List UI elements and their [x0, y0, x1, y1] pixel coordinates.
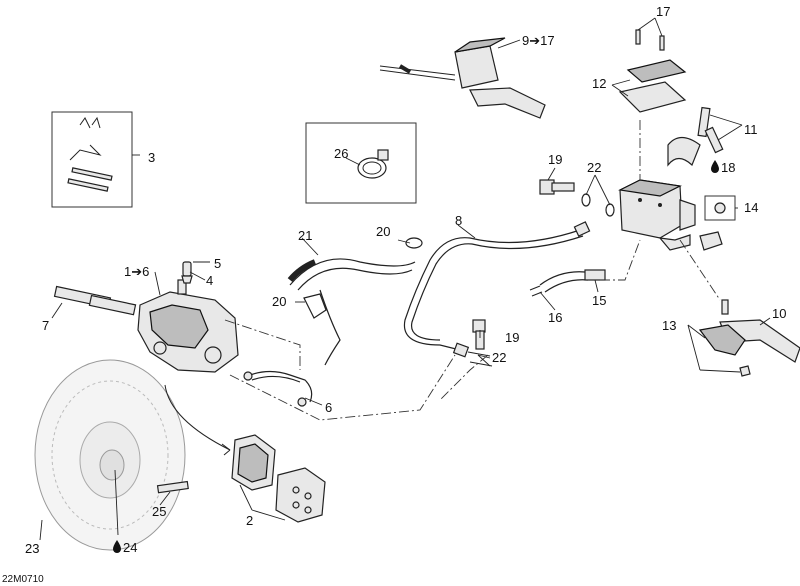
callout-16: 16 [548, 310, 562, 325]
hose-clamp [303, 293, 327, 319]
hose-clamp-box [305, 122, 417, 204]
callout-8: 8 [455, 213, 462, 228]
callout-5: 5 [214, 256, 221, 271]
bleeder-screw [181, 261, 193, 284]
callout-24: 24 [123, 540, 137, 555]
callout-20-lower: 20 [272, 294, 286, 309]
seal-ring [714, 202, 726, 214]
callout-17: 17 [656, 4, 670, 19]
disc-bolt [156, 480, 189, 494]
clamp-bolt [667, 106, 724, 167]
callout-13: 13 [662, 318, 676, 333]
figure-code: 22M0710 [2, 574, 44, 585]
oil-drop-icon [711, 160, 719, 173]
callout-15: 15 [592, 293, 606, 308]
callout-6: 6 [325, 400, 332, 415]
callout-19-upper: 19 [548, 152, 562, 167]
callout-19-lower: 19 [505, 330, 519, 345]
callout-2: 2 [246, 513, 253, 528]
oil-drop-icon [113, 540, 121, 553]
callout-22-lower: 22 [492, 350, 506, 365]
brake-hose [403, 221, 591, 358]
callout-14: 14 [744, 200, 758, 215]
callout-21: 21 [298, 228, 312, 243]
handlebar-master-cylinder [379, 37, 546, 119]
callout-12: 12 [592, 76, 606, 91]
callout-7: 7 [42, 318, 49, 333]
callout-22-upper: 22 [587, 160, 601, 175]
callout-9-17: 9➔17 [522, 33, 555, 48]
caliper-bolt [53, 285, 137, 316]
callout-11: 11 [744, 122, 758, 137]
callout-20-upper: 20 [376, 224, 390, 239]
leader-lines [39, 17, 771, 541]
brake-caliper [137, 279, 239, 373]
brake-lever [698, 299, 800, 377]
brake-pad [231, 434, 276, 491]
banjo-bolt [472, 319, 486, 350]
callout-10: 10 [772, 306, 786, 321]
pin-kit-box [51, 111, 133, 208]
callout-1-6: 1➔6 [124, 264, 149, 279]
hose-clamp [405, 237, 423, 249]
reservoir-cover [618, 29, 687, 113]
assembly-path [164, 120, 721, 451]
callout-3: 3 [148, 150, 155, 165]
master-cylinder [618, 179, 696, 251]
retaining-spring [243, 370, 313, 407]
callout-23: 23 [25, 541, 39, 556]
banjo-bolt [539, 179, 575, 195]
brake-disc [34, 359, 186, 551]
sealing-washer [467, 193, 615, 367]
hose-sleeve [287, 258, 416, 366]
brake-pad [275, 467, 326, 523]
callout-4: 4 [206, 273, 213, 288]
callout-18-group: 18 [711, 160, 735, 175]
callout-18: 18 [721, 160, 735, 175]
callout-26: 26 [334, 146, 348, 161]
arrow-head [221, 443, 231, 456]
callout-24-group: 24 [113, 540, 137, 555]
callout-25: 25 [152, 504, 166, 519]
reservoir-cap [699, 231, 723, 251]
